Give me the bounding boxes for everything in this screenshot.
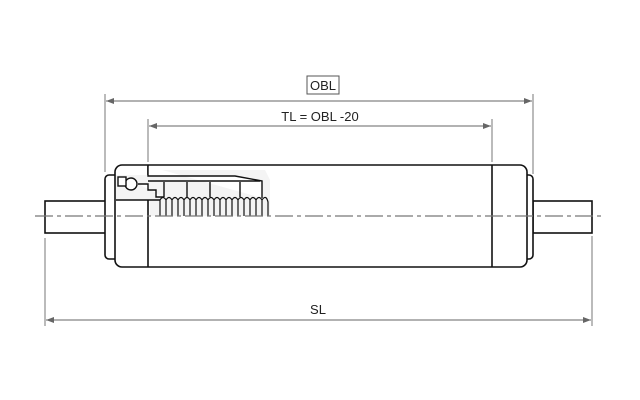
left-shaft [44, 200, 108, 234]
obl-label: OBL [310, 78, 336, 93]
sl-label: SL [310, 302, 326, 317]
obl-label-box [306, 75, 340, 95]
ball-bearing-icon [124, 177, 138, 191]
extension-lines [44, 94, 593, 326]
right-shaft [532, 200, 593, 234]
tl-label: TL = OBL -20 [281, 109, 358, 124]
bearing-cutaway [116, 166, 270, 216]
thread-teeth [159, 196, 269, 216]
